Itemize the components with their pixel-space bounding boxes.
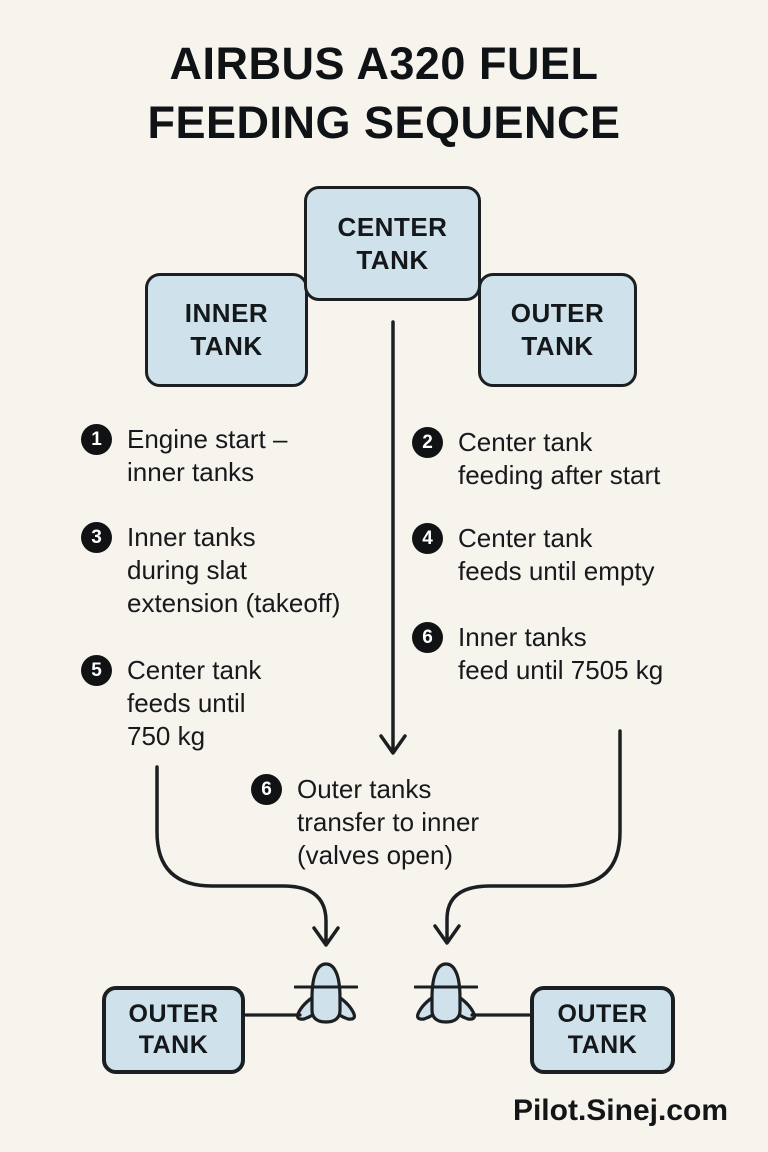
outer-tank-box-bottom-right: OUTER TANK <box>530 986 675 1074</box>
outer-tank-label-bottom-right: OUTER TANK <box>557 1000 648 1059</box>
step-2-text: Center tank feeding after start <box>458 427 661 490</box>
step-6-middle-text: Outer tanks transfer to inner (valves op… <box>297 774 480 870</box>
step-5-badge: 5 <box>81 655 112 686</box>
step-6-right: 6 Inner tanks feed until 7505 kg <box>412 621 663 687</box>
step-1-text: Engine start – inner tanks <box>127 424 288 487</box>
step-6-middle: 6 Outer tanks transfer to inner (valves … <box>251 773 479 872</box>
step-1: 1 Engine start – inner tanks <box>81 423 287 489</box>
outer-tank-box-bottom-left: OUTER TANK <box>102 986 245 1074</box>
center-tank-box: CENTER TANK <box>304 186 481 301</box>
step-4-badge: 4 <box>412 523 443 554</box>
step-5-text: Center tank feeds until 750 kg <box>127 655 262 751</box>
step-4: 4 Center tank feeds until empty <box>412 522 655 588</box>
step-3: 3 Inner tanks during slat extension (tak… <box>81 521 340 620</box>
step-6-right-text: Inner tanks feed until 7505 kg <box>458 622 664 685</box>
outer-tank-label-bottom-left: OUTER TANK <box>128 1000 219 1059</box>
center-tank-label: CENTER TANK <box>337 211 448 275</box>
step-2-badge: 2 <box>412 427 443 458</box>
step-6-right-badge: 6 <box>412 622 443 653</box>
step-6-middle-badge: 6 <box>251 774 282 805</box>
page-title-line2: FEEDING SEQUENCE <box>147 97 621 148</box>
step-4-text: Center tank feeds until empty <box>458 523 655 586</box>
step-3-text: Inner tanks during slat extension (takeo… <box>127 522 341 618</box>
step-5: 5 Center tank feeds until 750 kg <box>81 654 261 753</box>
inner-tank-label: INNER TANK <box>184 298 269 361</box>
airplane-icon-left <box>294 962 358 1024</box>
inner-tank-box: INNER TANK <box>145 273 308 387</box>
watermark-text: Pilot.Sinej.com <box>512 1094 728 1127</box>
step-2: 2 Center tank feeding after start <box>412 426 660 492</box>
step-1-badge: 1 <box>81 424 112 455</box>
page-title-line1: AIRBUS A320 FUEL <box>169 38 599 89</box>
center-down-arrow <box>379 320 407 755</box>
page-title: AIRBUS A320 FUEL FEEDING SEQUENCE <box>0 34 768 152</box>
step-3-badge: 3 <box>81 522 112 553</box>
airplane-icon-right <box>414 962 478 1024</box>
outer-tank-label-top: OUTER TANK <box>510 298 605 361</box>
outer-tank-box-top: OUTER TANK <box>478 273 637 387</box>
